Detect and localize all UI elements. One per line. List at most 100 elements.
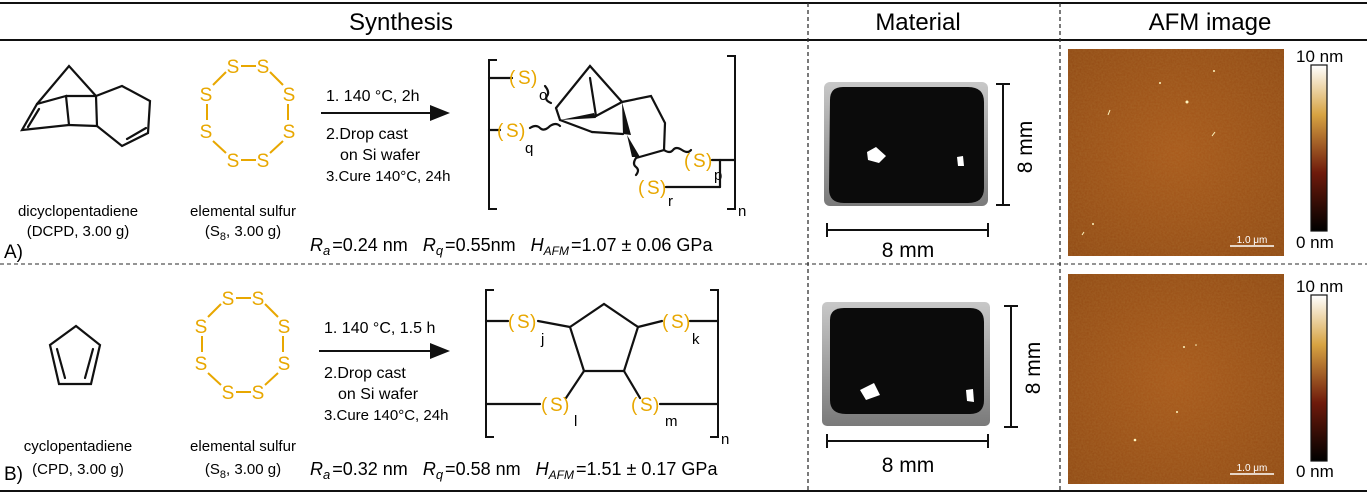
row-a: S S S S S S S S 1. 140 °C, 2h 2.Drop cas…	[4, 47, 1343, 263]
rq-sub: q	[436, 467, 444, 482]
sulfur-paren: )	[660, 178, 666, 199]
afm-scale-max-b: 10 nm	[1296, 277, 1343, 296]
step-1: 1. 140 °C, 2h	[326, 88, 420, 105]
subscript-r: r	[668, 193, 673, 210]
sulfur-atom: S	[252, 289, 265, 310]
scale-horizontal-label-a: 8 mm	[882, 239, 935, 262]
sulfur-atom: S	[257, 151, 270, 172]
subscript-q: q	[525, 140, 533, 157]
sulfur-atom: S	[517, 312, 530, 333]
sulfur-atom: S	[200, 85, 213, 106]
scale-horizontal-label-b: 8 mm	[882, 454, 935, 477]
sulfur-paren: (	[508, 312, 515, 333]
sulfur-amount-pre: (S	[205, 461, 220, 478]
sulfur-atom: S	[227, 57, 240, 78]
polymer-a: ( S ) o ( S ) q ( S ) p	[487, 55, 746, 220]
polymer-b: ( S ) j ( S ) k ( S ) l ( S ) m n	[484, 289, 729, 448]
step-2-cont: on Si wafer	[340, 147, 421, 164]
h-sub: AFM	[548, 468, 574, 482]
reaction-conditions-a: 1. 140 °C, 2h 2.Drop cast on Si wafer 3.…	[321, 88, 450, 185]
h-symbol: H	[536, 459, 550, 479]
rq-value: 0.55nm	[456, 235, 516, 255]
sulfur-amount-post: , 3.00 g)	[226, 461, 281, 478]
sulfur-paren: )	[706, 151, 712, 172]
row-b: S S S S S S S S 1. 140 °C, 1.5 h 2.Drop …	[4, 274, 1343, 485]
scale-vertical-a: 8 mm	[996, 83, 1037, 206]
sulfur-paren: )	[519, 121, 525, 142]
monomer-name-b: cyclopentadiene	[24, 438, 132, 455]
afm-scale-min-b: 0 nm	[1296, 462, 1334, 481]
afm-scalebar-label-b: 1.0 μm	[1237, 463, 1268, 474]
sulfur-atom: S	[647, 178, 660, 199]
sulfur-atom: S	[283, 85, 296, 106]
sulfur-atom: S	[195, 354, 208, 375]
scale-vertical-label-a: 8 mm	[1014, 121, 1037, 174]
sulfur-atom: S	[518, 68, 531, 89]
scale-horizontal-a: 8 mm	[826, 223, 989, 262]
sulfur-atom: S	[222, 383, 235, 404]
monomer-name-a: dicyclopentadiene	[18, 203, 138, 220]
sulfur-paren: (	[684, 151, 691, 172]
sulfur-amount-pre: (S	[205, 223, 220, 240]
rq-eq: =	[445, 459, 456, 479]
properties-a: Ra=0.24 nm Rq=0.55nm HAFM=1.07 ± 0.06 GP…	[310, 235, 713, 258]
row-label-b: B)	[4, 464, 23, 485]
h-eq: =	[571, 235, 582, 255]
rq-value: 0.58 nm	[456, 459, 521, 479]
sulfur-atom: S	[195, 317, 208, 338]
sulfur-paren: )	[530, 312, 536, 333]
header-afm: AFM image	[1149, 9, 1272, 36]
sulfur-amount-b: (S8, 3.00 g)	[205, 461, 281, 481]
sulfur-amount-sub: 8	[220, 469, 226, 481]
sulfur-atom: S	[671, 312, 684, 333]
row-label-a: A)	[4, 242, 23, 263]
sulfur-amount-a: (S8, 3.00 g)	[205, 223, 281, 243]
afm-image-b: 1.0 μm	[1068, 274, 1284, 484]
sulfur-name-a: elemental sulfur	[190, 203, 296, 220]
sulfur-atom: S	[222, 289, 235, 310]
subscript-o: o	[539, 87, 547, 104]
scale-vertical-b: 8 mm	[1004, 305, 1045, 428]
step-3: 3.Cure 140°C, 24h	[326, 168, 450, 185]
rq-symbol: R	[423, 459, 436, 479]
dcpd-structure	[19, 64, 152, 148]
s8-ring-b: S S S S S S S S	[195, 289, 291, 404]
sulfur-paren: (	[541, 395, 548, 416]
sulfur-atom: S	[693, 151, 706, 172]
sulfur-paren: )	[653, 395, 659, 416]
h-sub: AFM	[543, 244, 569, 258]
step-2-cont: on Si wafer	[338, 386, 419, 403]
sulfur-paren: (	[638, 178, 645, 199]
h-value: 1.07 ± 0.06 GPa	[581, 235, 713, 255]
afm-scalebar-label-a: 1.0 μm	[1237, 235, 1268, 246]
s8-ring-a: S S S S S S S S	[200, 57, 296, 172]
rq-symbol: R	[423, 235, 436, 255]
sulfur-atom: S	[640, 395, 653, 416]
sulfur-paren: (	[509, 68, 516, 89]
ra-sub: a	[323, 467, 330, 482]
sulfur-paren: (	[497, 121, 504, 142]
ra-eq: =	[332, 459, 343, 479]
ra-symbol: R	[310, 235, 323, 255]
subscript-m: m	[665, 413, 678, 430]
cpd-structure	[48, 324, 102, 386]
ra-eq: =	[332, 235, 343, 255]
sulfur-atom: S	[227, 151, 240, 172]
material-photo-a	[824, 82, 988, 206]
sulfur-atom: S	[278, 354, 291, 375]
sulfur-atom: S	[278, 317, 291, 338]
ra-value: 0.32 nm	[343, 459, 408, 479]
step-1: 1. 140 °C, 1.5 h	[324, 320, 435, 337]
subscript-n: n	[738, 203, 746, 220]
sulfur-atom: S	[200, 122, 213, 143]
subscript-j: j	[540, 331, 544, 348]
ra-sub: a	[323, 243, 330, 258]
scale-vertical-label-b: 8 mm	[1022, 342, 1045, 395]
afm-colorbar-b	[1310, 294, 1328, 462]
sulfur-amount-post: , 3.00 g)	[226, 223, 281, 240]
afm-colorbar-a	[1310, 64, 1328, 232]
monomer-amount-a: (DCPD, 3.00 g)	[27, 223, 130, 240]
sulfur-paren: )	[531, 68, 537, 89]
